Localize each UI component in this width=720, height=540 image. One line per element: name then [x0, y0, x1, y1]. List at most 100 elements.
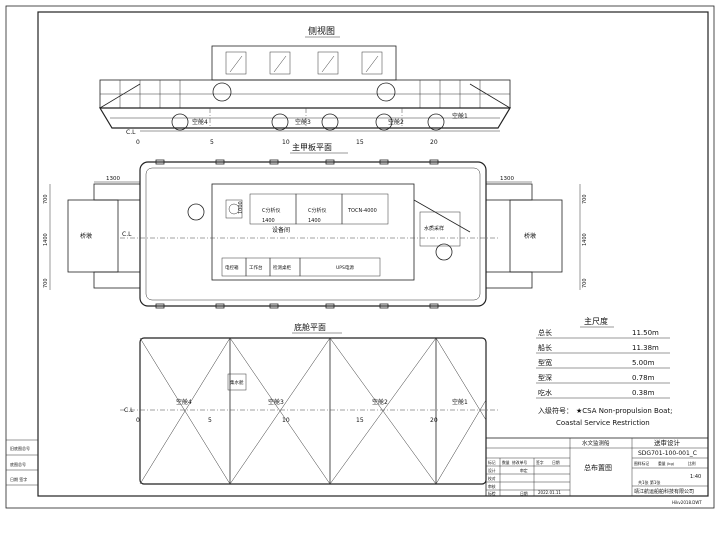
row-label-4: 日期	[552, 460, 560, 465]
bottom-hatch-label: 集水舱	[230, 379, 244, 386]
meta-label-1: 重量 (kg)	[658, 461, 675, 466]
side-tick-0: 0	[136, 139, 140, 146]
bench-dim-b: 1400	[308, 218, 321, 224]
row-label-2: 修改单号	[512, 460, 527, 465]
strip-label-2: 日期 签字	[10, 476, 27, 482]
left-pier-top	[93, 183, 141, 201]
dim-right-bot: 700	[582, 278, 588, 288]
right-pier-bottom	[485, 271, 533, 289]
sampling-label: 水质采样	[424, 225, 444, 232]
left-binding-strip: 旧底图总号 底图总号 日期 签字	[6, 439, 38, 486]
side-life-ring-1	[212, 82, 232, 102]
side-tank-label-1: 空舱1	[452, 112, 468, 120]
principal-particulars: 主尺度 总长 11.50m 船长 11.38m 型宽 5.00m 型深 0.78…	[536, 316, 673, 427]
side-cabin	[211, 45, 397, 81]
unit-2-label: 工作台	[249, 264, 263, 271]
cabinet-3-label: TOCN-4000	[347, 208, 377, 214]
side-tick-20: 20	[430, 139, 438, 146]
class-notation-2: Coastal Service Restriction	[556, 419, 650, 427]
bottom-tick-20: 20	[430, 417, 438, 424]
dim-left-mid: 1400	[43, 233, 49, 246]
left-pier	[67, 199, 119, 273]
dim-top-right: 1300	[500, 176, 514, 182]
particular-label-2: 型宽	[538, 358, 552, 367]
particular-label-4: 吃水	[538, 388, 552, 397]
cabinet-1-label: C分析仪	[262, 207, 281, 214]
cabinet-3	[341, 193, 389, 225]
side-fender-1	[171, 113, 189, 131]
issue-date: 2022.01.11	[538, 490, 561, 495]
main-deck-plan: 主甲板平面 设备间 C分析仪 C分析仪 TOCN-4000 1400	[43, 142, 588, 309]
equipment-room-label: 设备间	[272, 226, 290, 234]
sign-label-4: 审定	[520, 468, 528, 473]
sign-label-0: 设计	[488, 468, 496, 473]
deck-life-ring	[187, 203, 205, 221]
right-pier-top	[485, 183, 533, 201]
side-window-2	[269, 51, 291, 75]
side-window-3	[317, 51, 339, 75]
side-tick-10: 10	[282, 139, 290, 146]
row-label-0: 标记	[488, 460, 496, 465]
bottom-tick-5: 5	[208, 417, 212, 424]
bench-dim-a: 1400	[262, 218, 275, 224]
side-window-1	[225, 51, 247, 75]
side-window-4	[361, 51, 383, 75]
cabinet-2-label: C分析仪	[308, 207, 327, 214]
unit-3-label: 检测桌柜	[273, 264, 291, 271]
bottom-hold-plan: 底舱平面 集水舱 空舱4 空舱3 空舱2 空舱1 C.L 0 5 10 15 2…	[120, 322, 500, 485]
project-name: 水文监测船	[582, 439, 610, 447]
side-life-ring-2	[376, 82, 396, 102]
sign-label-5: 日期	[520, 491, 528, 496]
dim-left-top: 700	[43, 194, 49, 204]
right-pier-label: 桥墩	[524, 232, 536, 240]
class-label: 入级符号：	[538, 406, 573, 415]
side-tick-15: 15	[356, 139, 364, 146]
side-hull	[98, 107, 512, 129]
side-tank-label-2: 空舱2	[388, 118, 404, 126]
side-fender-3	[321, 113, 339, 131]
meta-label-0: 图样标记	[634, 461, 649, 466]
particular-value-1: 11.38m	[632, 344, 659, 352]
side-fender-4	[375, 113, 393, 131]
row-label-3: 签字	[536, 460, 544, 465]
drawing-name: 总布置图	[584, 463, 612, 472]
particular-label-0: 总长	[538, 328, 552, 337]
side-tank-label-3: 空舱3	[295, 118, 311, 126]
equipment-room	[211, 183, 415, 281]
scale-value: 1:40	[690, 474, 701, 480]
bottom-tank-label-3: 空舱3	[268, 398, 284, 406]
dim-top-left: 1300	[106, 176, 120, 182]
side-fender-2	[271, 113, 289, 131]
deck-plan-title: 主甲板平面	[292, 142, 332, 152]
class-notation-1: ★CSA Non-propulsion Boat;	[576, 407, 673, 415]
design-stage: 送审设计	[654, 438, 681, 447]
side-tank-label-4: 空舱4	[192, 118, 208, 126]
title-block: 水文监测船 送审设计 SDG701-100-001_C 总布置图 图样标记 重量…	[485, 437, 709, 497]
dim-right-mid: 1400	[582, 233, 588, 246]
drawing-number: SDG701-100-001_C	[638, 450, 697, 457]
bottom-plan-title: 底舱平面	[294, 322, 326, 332]
strip-label-0: 旧底图总号	[10, 445, 30, 451]
bottom-cl-label: C.L	[124, 407, 134, 414]
unit-4-label: UPS电源	[336, 264, 354, 271]
bottom-tank-label-4: 空舱4	[176, 398, 192, 406]
corner-note: Hikv2018.DWT	[672, 500, 702, 505]
unit-4	[299, 257, 381, 277]
sign-label-1: 校对	[488, 476, 496, 481]
particular-label-1: 船长	[538, 343, 552, 352]
sampling-box	[419, 211, 461, 247]
side-view-title: 侧视图	[308, 25, 335, 37]
left-pier-bottom	[93, 271, 141, 289]
sheet-outer-border	[5, 5, 715, 509]
particular-value-3: 0.78m	[632, 374, 655, 382]
bottom-tank-label-2: 空舱2	[372, 398, 388, 406]
deck-bollards	[155, 159, 439, 309]
bottom-tank-label-1: 空舱1	[452, 398, 468, 406]
particular-value-2: 5.00m	[632, 359, 655, 367]
particular-value-0: 11.50m	[632, 329, 659, 337]
particular-label-3: 型深	[538, 373, 552, 382]
right-pier	[509, 199, 563, 273]
bottom-tick-15: 15	[356, 417, 364, 424]
bottom-tick-10: 10	[282, 417, 290, 424]
